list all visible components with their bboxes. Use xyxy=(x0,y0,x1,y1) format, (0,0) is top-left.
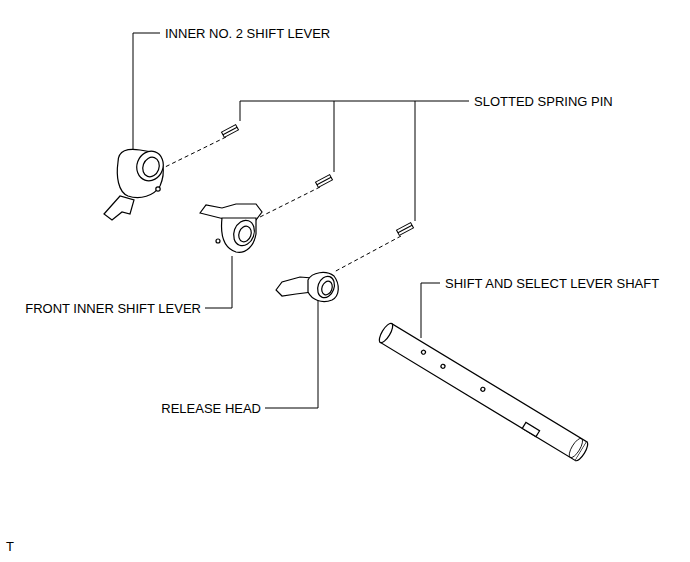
assembly-lines xyxy=(163,137,401,272)
leader-line xyxy=(265,300,318,408)
part-label: RELEASE HEAD xyxy=(160,401,262,416)
leader-line xyxy=(205,256,232,308)
part-label: SHIFT AND SELECT LEVER SHAFT xyxy=(444,276,660,291)
leader-line xyxy=(133,33,160,152)
part-label: INNER NO. 2 SHIFT LEVER xyxy=(164,26,331,41)
leader-line xyxy=(240,101,469,121)
part-label: FRONT INNER SHIFT LEVER xyxy=(24,301,202,316)
leader-line xyxy=(334,101,335,172)
release-head xyxy=(276,273,338,302)
leader-line xyxy=(415,101,416,221)
front-inner-shift-lever xyxy=(200,204,262,252)
inner-no2-shift-lever xyxy=(104,147,167,220)
lever-shaft xyxy=(377,322,590,463)
part-label: T xyxy=(5,539,15,554)
leader-line xyxy=(421,283,440,338)
part-label: SLOTTED SPRING PIN xyxy=(473,94,614,109)
